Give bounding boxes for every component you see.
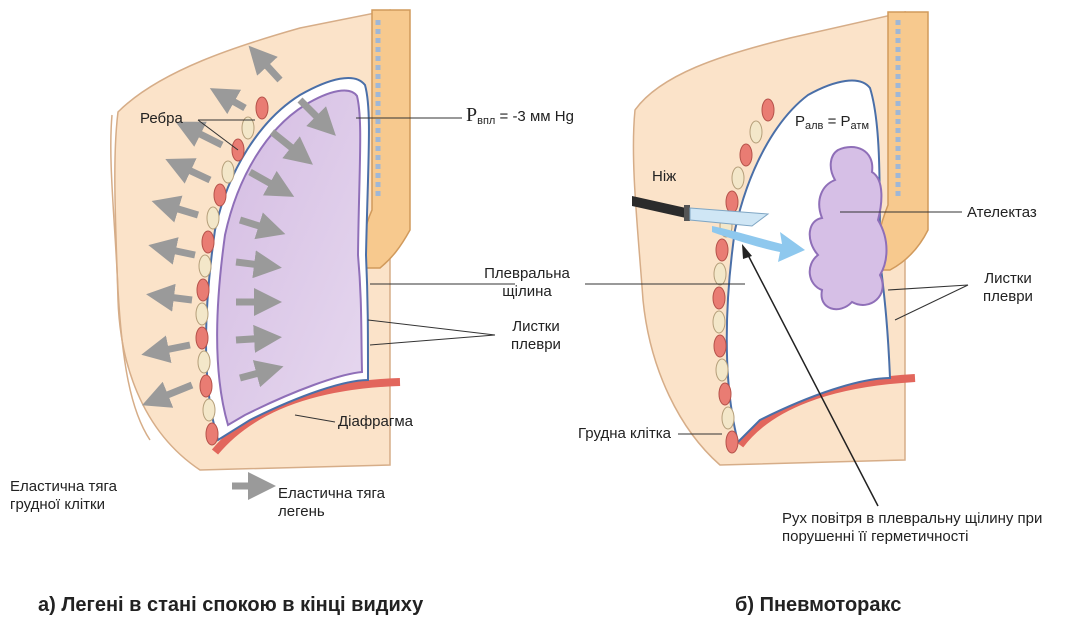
left-anatomy <box>111 10 515 486</box>
p-atm-symbol: P <box>841 113 851 130</box>
legend-lung-recoil: Еластична тяга легень <box>278 485 418 521</box>
label-pleural-pressure: Pвпл = -3 мм Hg <box>466 106 574 130</box>
p-equals: = <box>823 113 840 130</box>
caption-left: а) Легені в стані спокою в кінці видиху <box>38 594 423 617</box>
label-ribs: Ребра <box>140 110 183 128</box>
label-atelectasis: Ателектаз <box>967 204 1037 222</box>
legend-chest-recoil: Еластична тяга грудної клітки <box>10 478 150 514</box>
label-pleura-leaves-left: Листки плеври <box>496 318 576 354</box>
p-atm-subscript: атм <box>851 120 869 132</box>
pressure-value: = -3 мм Hg <box>495 108 574 125</box>
label-knife: Ніж <box>652 168 676 186</box>
caption-right: б) Пневмоторакс <box>735 594 901 617</box>
label-air-movement: Рух повітря в плевральну щілину при пору… <box>782 510 1057 546</box>
p-alv-subscript: алв <box>805 120 823 132</box>
label-pleural-gap: Плевральна щілина <box>472 265 582 301</box>
label-chest-wall: Грудна клітка <box>578 425 671 443</box>
p-alv-symbol: P <box>795 113 805 130</box>
label-diaphragm: Діафрагма <box>338 413 413 431</box>
label-alveolar-pressure: Pалв = Pатм <box>795 113 869 135</box>
pressure-subscript: впл <box>477 115 495 127</box>
pressure-symbol: P <box>466 104 477 126</box>
label-pleura-leaves-right: Листки плеври <box>968 270 1048 306</box>
